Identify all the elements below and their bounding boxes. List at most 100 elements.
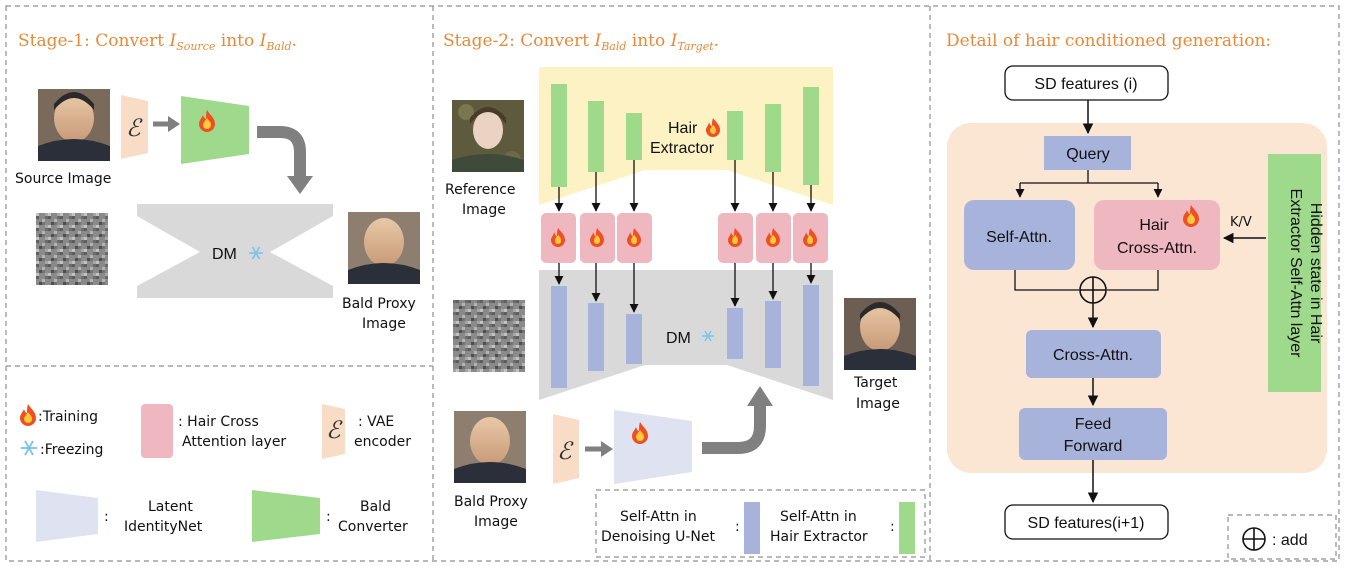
legend-bald-converter-2: Converter (338, 519, 408, 535)
reference-image (452, 100, 524, 172)
latent-identitynet-shape (614, 410, 692, 484)
bald-proxy-image-stage2 (454, 411, 526, 483)
vae-encoder-symbol: ℰ (126, 114, 143, 142)
fire-icon (766, 228, 780, 247)
snowflake-icon (702, 330, 714, 342)
snowflake-icon (21, 440, 37, 456)
legend-bald-converter-colon: : (326, 509, 331, 525)
legend-training: :Training (38, 409, 98, 425)
detail-title: Detail of hair conditioned generation: (946, 31, 1271, 51)
query-label: Query (1066, 146, 1110, 163)
sa-hair-label-1: Self-Attn in (780, 509, 857, 525)
merge-lines (1014, 270, 1159, 291)
fire-icon (706, 118, 720, 137)
legend-vae-symbol: ℰ (326, 416, 343, 444)
sd-features-out (1004, 504, 1169, 540)
legend-vae-swatch (322, 404, 345, 459)
dm-hourglass-shape (137, 204, 333, 298)
panel-borders (5, 5, 1340, 562)
sa-hair-label-2: Hair Extractor (770, 529, 868, 545)
hair-extractor-label-1: Hair (668, 120, 698, 137)
legend-vae-1: : VAE (358, 414, 394, 430)
target-label-line2: Image (856, 396, 900, 412)
legend-freezing: :Freezing (40, 442, 103, 458)
extractor-to-cross-arrows (554, 160, 816, 212)
hair-cross-attn-label-1: Hair (1139, 217, 1169, 234)
noise-image (36, 213, 108, 285)
hair-cross-attn-block (1094, 200, 1220, 270)
sa-hair-colon: : (890, 519, 895, 535)
legend-hair-cross-1: : Hair Cross (178, 414, 259, 430)
add-legend-icon (1242, 527, 1266, 551)
source-image (38, 89, 110, 161)
noise-image-stage2 (453, 300, 525, 372)
fire-icon (803, 228, 817, 247)
stage1-panel: Stage-1: Convert ISource into IBald. Sou… (15, 31, 420, 332)
bald-proxy-image (348, 212, 420, 284)
fire-icon (20, 404, 36, 426)
bald-proxy-label-line2: Image (362, 316, 406, 332)
legend-panel: :Training :Freezing : Hair Cross Attenti… (20, 404, 411, 542)
sa-unet-label-1: Self-Attn in (620, 509, 697, 525)
sa-hair-swatch (899, 502, 915, 554)
legend-bald-converter-1: Bald (360, 499, 391, 515)
cross-attn-block (1026, 330, 1161, 378)
fire-icon (551, 228, 565, 247)
stage1-title: Stage-1: Convert ISource into IBald. (18, 31, 297, 53)
legend-hair-cross-swatch (141, 404, 173, 458)
feed-forward-block (1019, 408, 1167, 460)
feed-forward-label-1: Feed (1075, 416, 1111, 433)
feed-forward-label-2: Forward (1064, 438, 1123, 455)
sd-features-in-label: SD features (i) (1034, 76, 1137, 93)
sd-features-in (1004, 65, 1169, 101)
legend-hair-cross-2: Attention layer (182, 434, 286, 450)
kv-label: K/V (1230, 215, 1252, 230)
sd-features-out-label: SD features(i+1) (1028, 515, 1145, 532)
fire-icon (199, 110, 215, 132)
cross-to-unet-arrows (554, 263, 816, 313)
fire-icon (632, 422, 648, 444)
query-split-lines (1020, 170, 1158, 184)
vae-encoder-shape-stage2 (553, 414, 579, 484)
stage2-panel: Stage-2: Convert IBald into ITarget. Ref… (443, 31, 916, 554)
dm-label: DM (212, 246, 237, 263)
bald-proxy2-label-line1: Bald Proxy (454, 494, 528, 510)
self-attn-label: Self-Attn. (986, 229, 1052, 246)
sa-unet-label-2: Denoising U-Net (601, 529, 716, 545)
fire-icon (590, 228, 604, 247)
dm2-label: DM (666, 330, 691, 347)
detail-panel: Detail of hair conditioned generation: S… (946, 31, 1327, 551)
target-image (844, 298, 916, 370)
curved-arrow-stage2 (702, 404, 766, 454)
vae-encoder-shape (121, 95, 148, 159)
sa-unet-swatch (744, 502, 760, 554)
cross-attn-label: Cross-Attn. (1053, 347, 1133, 364)
bald-converter-shape (181, 96, 249, 164)
target-label-line1: Target (853, 375, 898, 391)
legend-latent-1: Latent (148, 499, 193, 515)
fire-icon (1183, 205, 1199, 227)
bald-proxy-label-line1: Bald Proxy (342, 296, 416, 312)
self-attn-block (964, 200, 1075, 270)
hidden-state-label: Hidden state in HairExtractor Self-Attn … (1287, 189, 1324, 359)
curved-arrow-stage1 (257, 126, 306, 178)
fire-icon (728, 228, 742, 247)
legend-vae-2: encoder (354, 434, 411, 450)
reference-label-line1: Reference (445, 182, 516, 198)
snowflake-icon (249, 246, 263, 260)
reference-label-line2: Image (462, 202, 506, 218)
legend-latent-2: IdentityNet (124, 519, 203, 535)
hidden-state-block (1268, 154, 1321, 392)
fire-icon (627, 228, 641, 247)
vae-encoder-symbol-stage2: ℰ (557, 437, 574, 465)
hair-cross-attn-label-2: Cross-Attn. (1117, 240, 1197, 257)
hair-extractor-blocks (551, 84, 819, 187)
dm2-hourglass-shape (539, 270, 833, 400)
unet-self-attn-blocks (551, 285, 819, 388)
hair-extractor-shape (539, 67, 833, 205)
legend-latent-swatch (36, 490, 98, 542)
bald-proxy2-label-line2: Image (474, 514, 518, 530)
add-icon (1079, 276, 1107, 304)
stage2-title: Stage-2: Convert IBald into ITarget. (443, 31, 719, 53)
